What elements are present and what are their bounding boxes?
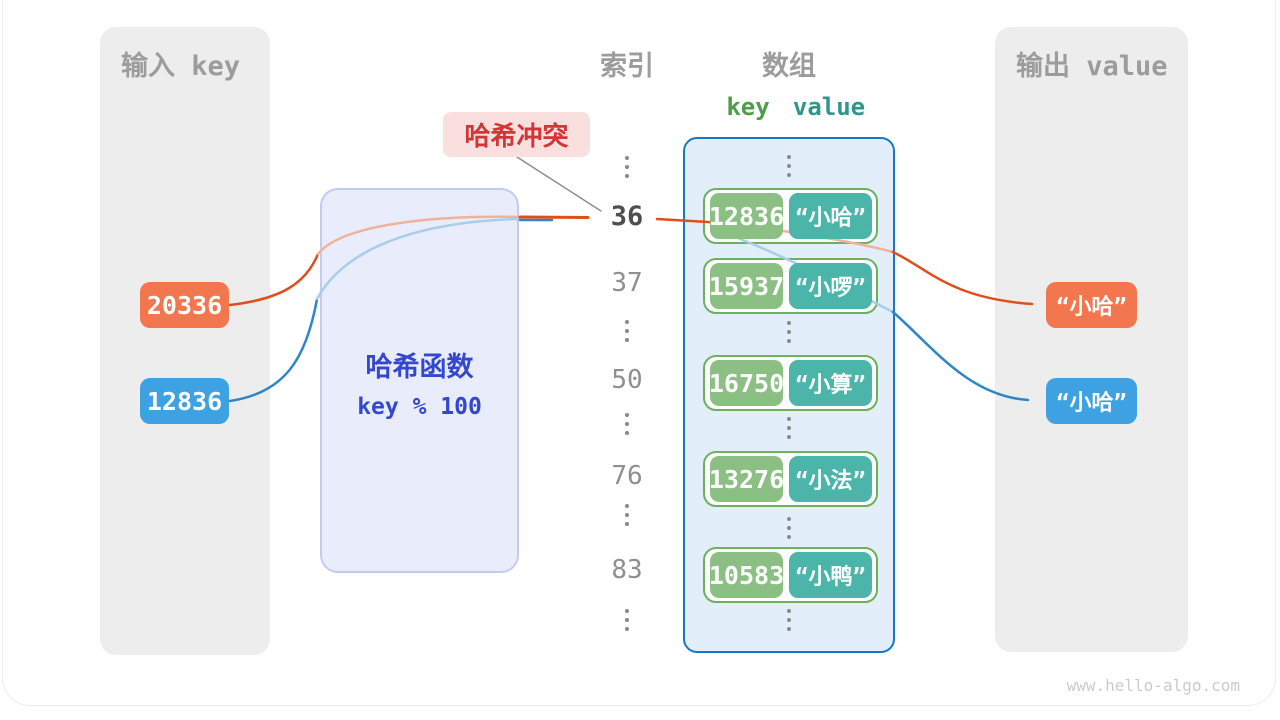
output-panel-title: 输出 value — [1016, 51, 1168, 82]
output-value-2: “小哈” — [1046, 378, 1137, 424]
hash-function-formula: key % 100 — [357, 394, 482, 420]
array-entry-key: 12836 — [709, 193, 784, 239]
array-entry-key: 15937 — [709, 263, 784, 309]
input-key-20336: 20336 — [140, 282, 229, 328]
array-entry-value: “小鸭” — [789, 552, 872, 598]
output-value-1: “小哈” — [1046, 282, 1137, 328]
input-panel — [100, 27, 270, 655]
input-panel-title: 输入 key — [121, 51, 241, 82]
input-key-12836: 12836 — [140, 378, 229, 424]
watermark: www.hello-algo.com — [1066, 676, 1240, 695]
key-column-header: key — [726, 93, 770, 121]
ellipsis-dots — [787, 417, 791, 439]
index-50: 50 — [611, 365, 643, 395]
value-column-header: value — [792, 93, 866, 121]
index-column-title: 索引 — [600, 51, 654, 82]
ellipsis-dots — [625, 320, 629, 342]
ellipsis-dots — [625, 413, 629, 435]
array-entry-key: 13276 — [709, 456, 784, 502]
hash-collision-label: 哈希冲突 — [443, 112, 590, 157]
array-entry-value: “小啰” — [789, 263, 872, 309]
ellipsis-dots — [787, 155, 791, 177]
ellipsis-dots — [787, 321, 791, 343]
output-panel — [995, 27, 1188, 652]
ellipsis-dots — [787, 609, 791, 631]
index-83: 83 — [611, 555, 643, 585]
index-36: 36 — [610, 201, 644, 232]
array-title: 数组 — [762, 51, 816, 82]
index-76: 76 — [611, 461, 643, 491]
ellipsis-dots — [625, 609, 629, 631]
hash-function-title: 哈希函数 — [365, 352, 474, 382]
array-entry-key: 16750 — [709, 360, 784, 406]
ellipsis-dots — [625, 156, 629, 178]
array-entry-value: “小算” — [789, 360, 872, 406]
page-card-edge — [2, 0, 1276, 706]
array-entry-value: “小法” — [789, 456, 872, 502]
array-entry-value: “小哈” — [789, 193, 872, 239]
ellipsis-dots — [625, 504, 629, 526]
ellipsis-dots — [787, 517, 791, 539]
index-37: 37 — [611, 268, 643, 298]
array-entry-key: 10583 — [709, 552, 784, 598]
